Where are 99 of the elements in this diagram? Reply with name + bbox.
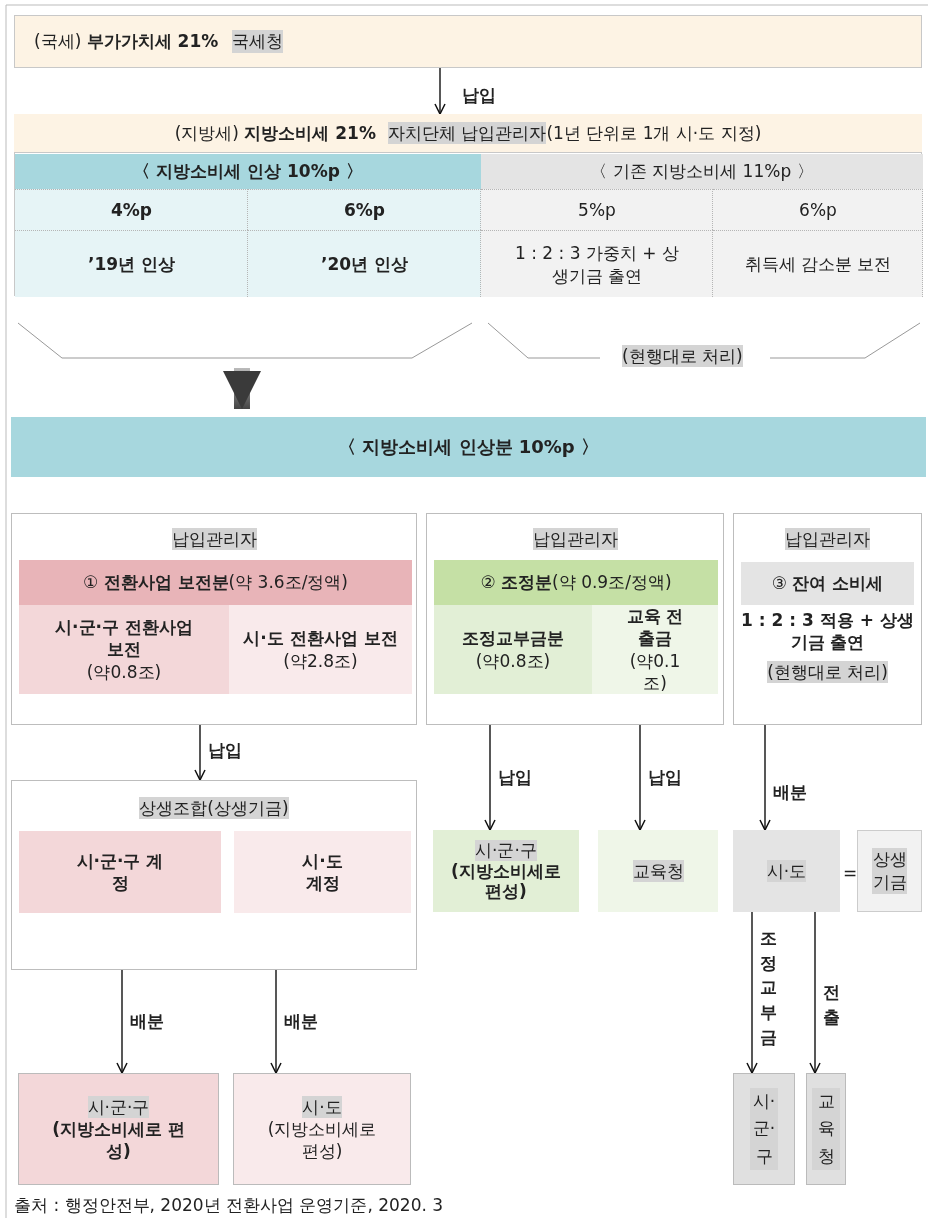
node-text: 4%p [111, 199, 152, 222]
node-text: 5%p [578, 199, 616, 222]
node-text: 시·도 계정 [301, 849, 344, 895]
label-box [481, 154, 923, 189]
section-band [11, 417, 926, 477]
group-box [11, 780, 417, 970]
node-text: 납입관리자 [785, 527, 870, 551]
edge-label: 배분 [130, 1012, 164, 1032]
group-box [11, 513, 417, 725]
node-text: 납입관리자 [171, 527, 257, 551]
block-arrow [222, 368, 262, 409]
table-cell [248, 230, 481, 297]
edge-label: 납입 [462, 86, 496, 106]
label-box [741, 562, 914, 605]
label-box [733, 830, 840, 912]
tax-box [14, 15, 922, 68]
label-box [15, 154, 481, 189]
label-box [233, 1073, 411, 1185]
arrow [434, 67, 446, 115]
node-text: 〈 지방소비세 인상분 10%p 〉 [337, 435, 599, 459]
label-box [857, 830, 922, 912]
edge-label: 납입 [498, 768, 532, 788]
edge-label: 배분 [284, 1012, 318, 1032]
label-box [733, 1073, 795, 1185]
node-text: 조정교부금분 [462, 627, 564, 650]
node-text: (약0.8조) [475, 649, 551, 672]
arrow [270, 969, 282, 1074]
node-text: ’20년 인상 [320, 253, 408, 276]
node-text: ’19년 인상 [87, 253, 175, 276]
node-text: 시·군·구 [475, 840, 537, 861]
node-text: (지방소비세로 편성) [51, 1117, 186, 1163]
arrow [484, 724, 496, 831]
edge-label: 납입 [208, 741, 242, 761]
node-text: (지방소비세로 편성) [266, 1117, 378, 1163]
arrow [746, 911, 758, 1074]
table-cell [713, 230, 923, 297]
label-box [229, 605, 412, 694]
node-text: 6%p [799, 199, 837, 222]
node-text: 교육청 [632, 859, 684, 883]
tax-table [14, 114, 922, 296]
node-text: 상생기금 [871, 848, 908, 894]
node-text: (약2.8조) [283, 649, 358, 672]
label-box [806, 1073, 846, 1185]
caption: 출처 : 행정안전부, 2020년 전환사업 운영기준, 2020. 3 [14, 1194, 444, 1217]
arrow [194, 724, 206, 781]
node-text: 시·도 전환사업 보전 [243, 627, 398, 650]
node-text: ② 조정분(약 0.9조/정액) [480, 571, 672, 594]
node-text: 시·도 [766, 859, 807, 883]
arrow [809, 911, 821, 1074]
node-text: 〈 지방소비세 인상 10%p 〉 [133, 160, 363, 183]
table-cell [15, 189, 248, 230]
group-box [733, 513, 922, 725]
node-text: 〈 기존 지방소비세 11%p 〉 [590, 160, 814, 183]
node-text: 1 : 2 : 3 적용 + 상생기금 출연 [740, 608, 915, 654]
node-text: 시·군·구 [750, 1088, 778, 1170]
label-box [592, 605, 718, 694]
node-text: 시·군·구 전환사업 보전 [54, 616, 194, 661]
label-box [19, 605, 229, 694]
node-text: 교육 전출금 [625, 605, 685, 650]
node-text: (약0.8조) [86, 660, 162, 683]
table-cell [15, 230, 248, 297]
node-text: (현행대로 처리) [767, 660, 888, 684]
node-text: (지방소비세로 편성) [450, 860, 562, 902]
node-text: 시·군·구 [87, 1095, 150, 1118]
equals-sign: = [843, 862, 858, 885]
table-cell [481, 230, 713, 297]
node-text: 취득세 감소분 보전 [744, 253, 892, 276]
note-text: (현행대로 처리) [622, 345, 743, 368]
label-box [434, 560, 718, 605]
node-text: (지방세) 지방소비세 21% [174, 121, 376, 145]
arrow [634, 724, 646, 831]
label-box [19, 831, 221, 913]
node-text: 교육청 [812, 1088, 840, 1170]
edge-label: 납입 [648, 768, 682, 788]
label-box [433, 830, 579, 912]
node-text: ③ 잔여 소비세 [771, 572, 884, 595]
label-box [598, 830, 718, 912]
node-text: 국세청 [232, 30, 284, 53]
node-text: 시·군·구 계정 [75, 849, 165, 895]
node-text: 6%p [344, 199, 385, 222]
table-cell [481, 189, 713, 230]
label-box [18, 1073, 219, 1185]
node-text: ① 전환사업 보전분(약 3.6조/정액) [83, 571, 348, 594]
arrow [116, 969, 128, 1074]
table-cell [248, 189, 481, 230]
node-text: (국세) 부가가치세 21% [34, 30, 219, 53]
node-text: (1년 단위로 1개 시·도 지정) [546, 121, 762, 145]
edge-label: 배분 [773, 783, 807, 803]
table-cell [713, 189, 923, 230]
label-box [434, 605, 592, 694]
label-box [19, 560, 412, 605]
arrow [759, 724, 771, 831]
node-text: 상생조합(상생기금) [139, 796, 289, 820]
node-text: 1 : 2 : 3 가중치 + 상생기금 출연 [514, 242, 680, 287]
node-text: 납입관리자 [532, 527, 618, 551]
group-box [426, 513, 724, 725]
node-text: 시·도 [302, 1095, 342, 1118]
node-text: (약0.1조) [628, 649, 682, 694]
node-text: 자치단체 납입관리자 [387, 121, 547, 145]
